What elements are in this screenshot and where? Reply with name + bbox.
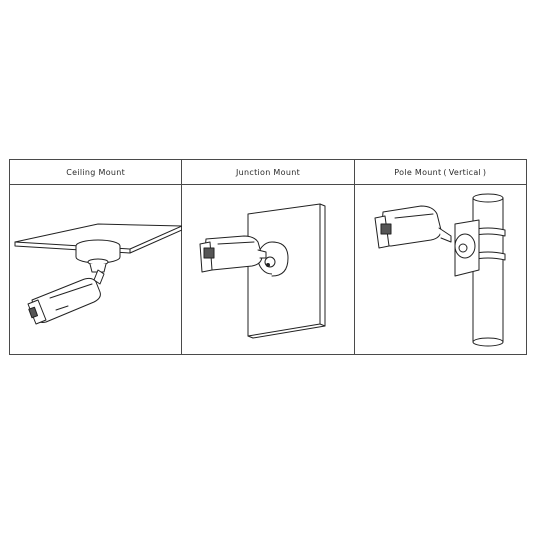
wall-panel (248, 204, 325, 338)
ceiling-mount-cell: Ceiling Mount (10, 160, 183, 355)
ceiling-mount-illustration (10, 184, 182, 355)
bullet-camera (28, 270, 104, 324)
junction-mount-title: Junction Mount (182, 160, 354, 185)
ceiling-mount-title: Ceiling Mount (10, 160, 182, 185)
pole-mount-cell: Pole Mount ( Vertical ) (354, 160, 526, 355)
junction-mount-cell: Junction Mount (182, 160, 355, 355)
mount-bracket (455, 220, 479, 276)
pole-mount-title: Pole Mount ( Vertical ) (354, 160, 526, 185)
mount-base (76, 240, 120, 272)
pole-mount-illustration (355, 184, 526, 355)
bullet-camera (200, 236, 266, 272)
bullet-camera (375, 206, 451, 248)
mount-options-table: Ceiling Mount (9, 159, 527, 355)
junction-mount-illustration (182, 184, 353, 355)
